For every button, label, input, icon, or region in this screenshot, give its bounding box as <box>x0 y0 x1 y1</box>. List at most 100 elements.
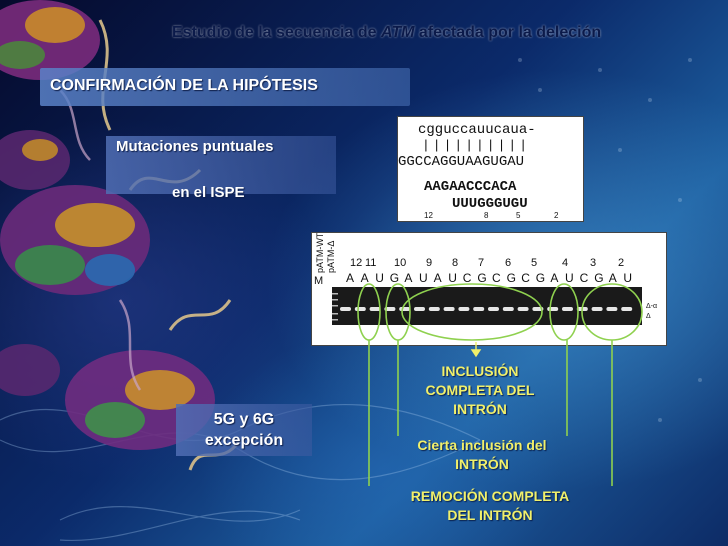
gel-lane-letter: G <box>506 271 516 285</box>
gel-band <box>517 307 529 311</box>
gel-band <box>562 307 573 311</box>
gel-lane-letter: A <box>550 271 559 285</box>
annotation-removal-line-2: DEL INTRÓN <box>447 507 533 523</box>
gel-lane-letter: C <box>579 271 589 285</box>
gel-lane-letter: G <box>389 271 400 285</box>
inclusion-arrow-head <box>470 349 482 358</box>
seq-position-8: 8 <box>484 211 489 220</box>
gel-lane-letter: G <box>477 271 487 285</box>
gel-lane-letter: G <box>594 271 604 285</box>
gel-lane-number: 10 <box>394 257 407 269</box>
gel-label-marker: M <box>314 275 324 287</box>
gel-band <box>502 307 514 311</box>
gel-marker-ladder <box>332 293 338 321</box>
gel-band <box>384 307 396 311</box>
gel-lane-letter: C <box>492 271 501 285</box>
callout-ellipse-lanes-3-2 <box>581 283 643 341</box>
gel-lane-letter: C <box>521 271 530 285</box>
gel-lane-letter: A <box>608 271 617 285</box>
callout-ellipse-lane-4 <box>549 283 579 341</box>
gel-lane-number: 4 <box>562 257 569 269</box>
seq-position-12: 12 <box>424 211 433 220</box>
subtitle-line-2: en el ISPE <box>172 184 245 201</box>
gel-marker-band <box>332 313 338 315</box>
gel-lane-letter: U <box>419 271 428 285</box>
gel-band <box>443 307 455 311</box>
seq-row-4: AAGAACCCACA <box>424 179 517 195</box>
gel-band <box>606 307 618 311</box>
gel-band <box>488 307 499 311</box>
gel-lane-letter: A <box>404 271 413 285</box>
sequence-figure-art: cgguccauucaua- |||||||||| GGCCAGGUAAGUGA… <box>398 122 559 220</box>
sequence-figure: cgguccauucaua- |||||||||| GGCCAGGUAAGUGA… <box>397 116 584 222</box>
annotation-partial-line-2: INTRÓN <box>455 456 509 472</box>
subtitle-line-1: Mutaciones puntuales <box>116 138 274 155</box>
gel-marker-band <box>332 299 338 301</box>
section-banner: CONFIRMACIÓN DE LA HIPÓTESIS <box>40 68 410 106</box>
annotation-inclusion-line-2: COMPLETA DEL <box>425 382 535 398</box>
protein-illustration-middle <box>0 185 150 295</box>
annotation-partial-line-1: Cierta inclusión del <box>417 437 547 453</box>
protein-illustration-top <box>0 0 100 80</box>
slide-title: Estudio de la secuencia de ATM afectada … <box>172 24 601 42</box>
annotation-removal: REMOCIÓN COMPLETA DEL INTRÓN <box>380 487 600 525</box>
annotation-inclusion: INCLUSIÓN COMPLETA DEL INTRÓN <box>400 362 560 419</box>
gel-lane-number: 11 <box>365 257 377 269</box>
seq-position-5: 5 <box>516 211 521 220</box>
gel-lane-number: 6 <box>505 257 512 269</box>
callout-ellipse-inclusion <box>401 283 543 341</box>
gel-lane-number: 5 <box>531 257 538 269</box>
exception-line-2: excepción <box>204 432 284 449</box>
section-banner-text: CONFIRMACIÓN DE LA HIPÓTESIS <box>50 77 318 94</box>
gel-band <box>428 307 440 311</box>
gel-lane-letter: G <box>535 271 546 285</box>
seq-row-1: cgguccauucaua- <box>418 122 536 138</box>
gel-lane-letter: U <box>375 271 384 285</box>
gel-side-label-1: Δ-α <box>646 303 658 310</box>
annotation-inclusion-line-3: INTRÓN <box>453 401 507 417</box>
title-text-prefix: Estudio de la secuencia de <box>172 24 381 41</box>
title-text-suffix: afectada por la deleción <box>414 24 602 41</box>
seq-row-2: |||||||||| <box>422 138 530 153</box>
gel-lane-number: 3 <box>590 257 597 269</box>
seq-row-3: GGCCAGGUAAGUGAU <box>398 154 524 170</box>
gel-marker-band <box>332 305 338 307</box>
gel-side-label-2: Δ <box>646 313 651 320</box>
gel-lane-letter: C <box>462 271 472 285</box>
gel-band <box>369 307 381 311</box>
gel-band <box>340 307 351 311</box>
gel-lane-number: 12 <box>350 257 363 269</box>
gel-lane-number: 9 <box>426 257 433 269</box>
exception-line-1: 5G y 6G <box>213 411 275 428</box>
seq-position-2: 2 <box>554 211 559 220</box>
title-gene-name: ATM <box>380 24 415 41</box>
gel-band <box>591 307 603 311</box>
gel-band <box>473 307 485 311</box>
callout-ellipse-lane-10 <box>385 283 411 341</box>
gel-lane-letter: A <box>346 271 355 285</box>
protein-illustration-left <box>0 130 70 396</box>
annotation-partial: Cierta inclusión del INTRÓN <box>396 436 568 474</box>
gel-lane-number: 7 <box>478 257 485 269</box>
gel-band <box>458 307 470 311</box>
gel-lane-number: 8 <box>452 257 459 269</box>
gel-lane-letter: U <box>565 271 574 285</box>
subtitle-box <box>106 136 336 194</box>
annotation-inclusion-line-1: INCLUSIÓN <box>441 363 519 379</box>
annotation-removal-line-1: REMOCIÓN COMPLETA <box>410 488 570 504</box>
seq-row-5: UUUGGGUGU <box>452 196 528 212</box>
gel-bands <box>332 293 633 321</box>
gel-band <box>621 307 633 311</box>
gel-lane-letter: A <box>360 271 369 285</box>
gel-band <box>414 307 425 311</box>
callout-ellipse-lane-12 <box>357 283 381 341</box>
gel-marker-band <box>332 319 338 321</box>
gel-lane-letter: U <box>448 271 457 285</box>
gel-lane-letter: A <box>433 271 442 285</box>
gel-lane-number: 2 <box>618 257 625 269</box>
gel-lane-letter: U <box>623 271 633 285</box>
gel-marker-band <box>332 293 338 295</box>
exception-box: 5G y 6G excepción <box>176 404 312 456</box>
